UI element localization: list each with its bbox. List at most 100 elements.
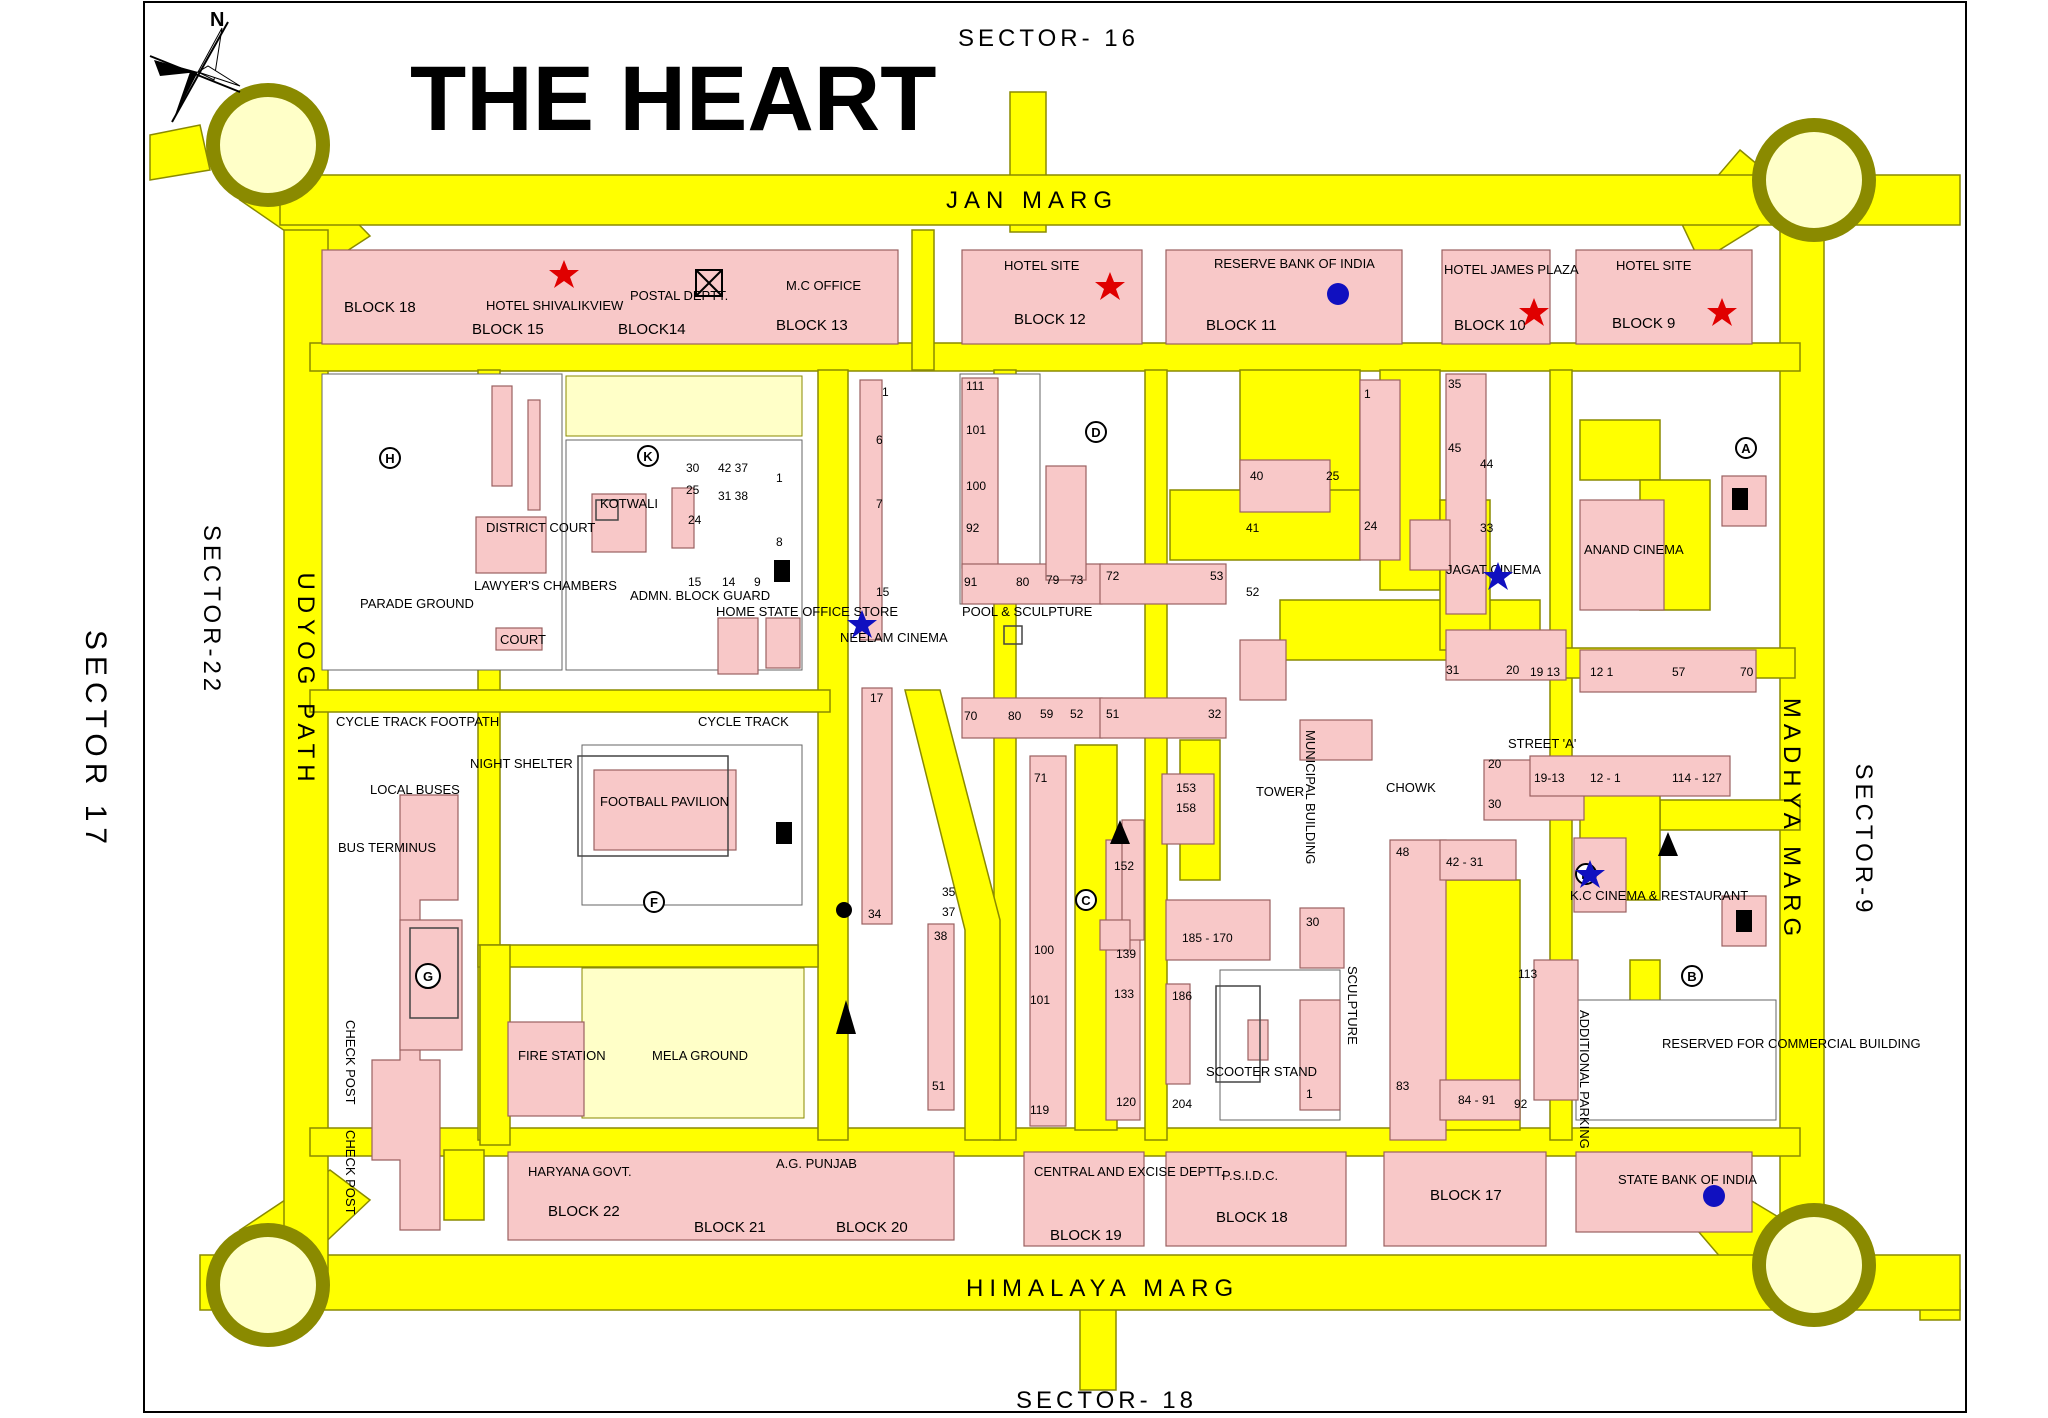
block-13-label: BLOCK 13 bbox=[776, 317, 848, 334]
tower-label: TOWER bbox=[1256, 784, 1304, 799]
shop-num: 53 bbox=[1210, 569, 1224, 583]
block-18-label: BLOCK 18 bbox=[344, 299, 416, 316]
marker-k-letter: K bbox=[643, 449, 653, 464]
shop-num: 72 bbox=[1106, 569, 1120, 583]
star-icon-jagat bbox=[1483, 562, 1513, 590]
shop-num: 186 bbox=[1172, 989, 1192, 1003]
shop-num: 37 bbox=[942, 905, 956, 919]
star-icon-hotel12 bbox=[1095, 272, 1125, 300]
shop-num: 120 bbox=[1116, 1095, 1136, 1109]
shop-num: 41 bbox=[1246, 521, 1260, 535]
bus-terminus-label: BUS TERMINUS bbox=[338, 840, 436, 855]
amenity-icon-3 bbox=[1658, 832, 1678, 856]
marker-k bbox=[637, 445, 659, 467]
block-22-label: BLOCK 22 bbox=[548, 1203, 620, 1220]
sector-south-label: SECTOR- 18 bbox=[1016, 1387, 1197, 1414]
shop-num: 84 - 91 bbox=[1458, 1093, 1496, 1107]
block-17-label: BLOCK 17 bbox=[1430, 1187, 1502, 1204]
block-19-label: BLOCK 19 bbox=[1050, 1227, 1122, 1244]
shop-num: 92 bbox=[966, 521, 980, 535]
block-12-label: BLOCK 12 bbox=[1014, 311, 1086, 328]
shop-num: 52 bbox=[1246, 585, 1260, 599]
marker-c-letter: C bbox=[1081, 893, 1091, 908]
circle-markers bbox=[379, 421, 1757, 989]
shop-num: 1 bbox=[1364, 387, 1371, 401]
shop-num: 42 - 31 bbox=[1446, 855, 1484, 869]
north-block-labels: BLOCK 18 HOTEL SHIVALIKVIEW BLOCK 15 POS… bbox=[344, 256, 1692, 338]
marker-f bbox=[643, 891, 665, 913]
additional-parking-label: ADDITIONAL PARKING bbox=[1577, 1010, 1592, 1149]
shop-num: 12 - 1 bbox=[1590, 771, 1621, 785]
shop-num: 73 bbox=[1070, 573, 1084, 587]
hotel-james-label: HOTEL JAMES PLAZA bbox=[1444, 262, 1579, 277]
check-post-1-label: CHECK POST bbox=[343, 1020, 358, 1105]
marker-d-north bbox=[1085, 421, 1107, 443]
shop-num: 83 bbox=[1396, 1079, 1410, 1093]
shop-num: 100 bbox=[1034, 943, 1054, 957]
football-pavilion-label: FOOTBALL PAVILION bbox=[600, 794, 729, 809]
shop-num: 80 bbox=[1016, 575, 1030, 589]
psidc-label: P.S.I.D.C. bbox=[1222, 1168, 1278, 1183]
road-south-label: HIMALAYA MARG bbox=[966, 1275, 1239, 1302]
shop-num: 19 13 bbox=[1530, 665, 1560, 679]
reserved-commercial-label: RESERVED FOR COMMERCIAL BUILDING bbox=[1662, 1036, 1921, 1051]
sector-east-label: SECTOR-9 bbox=[1850, 764, 1877, 917]
hotel-shivalik-label: HOTEL SHIVALIKVIEW bbox=[486, 298, 624, 313]
bank-icon-rbi bbox=[1327, 283, 1349, 305]
marker-h bbox=[379, 447, 401, 469]
block-18s-label: BLOCK 18 bbox=[1216, 1209, 1288, 1226]
shop-num: 152 bbox=[1114, 859, 1134, 873]
shop-num: 25 bbox=[1326, 469, 1340, 483]
shop-num: 12 1 bbox=[1590, 665, 1614, 679]
shop-num: 35 bbox=[1448, 377, 1462, 391]
hotel-site-12-label: HOTEL SITE bbox=[1004, 258, 1080, 273]
shop-num: 31 38 bbox=[718, 489, 748, 503]
shop-num: 30 bbox=[1488, 797, 1502, 811]
check-post-2-label: CHECK POST bbox=[343, 1130, 358, 1215]
postbox-icon bbox=[695, 269, 723, 297]
outlined-structures bbox=[409, 499, 1261, 1083]
shop-num: 113 bbox=[1518, 967, 1537, 981]
municipal-building-label: MUNICIPAL BUILDING bbox=[1303, 730, 1318, 864]
petrol-pump-icon-4 bbox=[1736, 910, 1752, 932]
cinema-star-icons bbox=[847, 562, 1605, 888]
roundabouts bbox=[206, 83, 1876, 1347]
amenity-icon-2 bbox=[1110, 820, 1130, 844]
marker-a bbox=[1735, 437, 1757, 459]
amenity-icons bbox=[836, 820, 1678, 1034]
north-arrow-icon: N bbox=[149, 9, 241, 123]
map-title: THE HEART bbox=[410, 48, 936, 150]
block-11-label: BLOCK 11 bbox=[1206, 317, 1277, 334]
court-label: COURT bbox=[500, 632, 546, 647]
shop-num: 34 bbox=[868, 907, 882, 921]
bank-icon-sbi bbox=[1703, 1185, 1725, 1207]
amenity-icon-1 bbox=[836, 1000, 856, 1034]
shop-num: 80 bbox=[1008, 709, 1022, 723]
kc-cinema-label: K.C CINEMA & RESTAURANT bbox=[1570, 888, 1748, 903]
shop-num: 92 bbox=[1514, 1097, 1528, 1111]
shop-num: 19-13 bbox=[1534, 771, 1565, 785]
petrol-pump-icon-2 bbox=[776, 822, 792, 844]
shop-num: 48 bbox=[1396, 845, 1410, 859]
scooter-stand-label: SCOOTER STAND bbox=[1206, 1064, 1317, 1079]
marker-a-letter: A bbox=[1741, 441, 1751, 456]
marker-g-letter: G bbox=[423, 969, 433, 984]
shop-num: 32 bbox=[1208, 707, 1222, 721]
open-grounds bbox=[565, 375, 805, 1119]
shop-num: 158 bbox=[1176, 801, 1196, 815]
anand-cinema-label: ANAND CINEMA bbox=[1584, 542, 1684, 557]
shop-num: 40 bbox=[1250, 469, 1264, 483]
shop-num: 24 bbox=[1364, 519, 1378, 533]
shop-num: 139 bbox=[1116, 947, 1136, 961]
sbi-label: STATE BANK OF INDIA bbox=[1618, 1172, 1757, 1187]
shop-num: 33 bbox=[1480, 521, 1494, 535]
shop-num: 35 bbox=[942, 885, 956, 899]
shop-num: 45 bbox=[1448, 441, 1462, 455]
shop-num: 51 bbox=[1106, 707, 1120, 721]
shop-num: 100 bbox=[966, 479, 986, 493]
star-icon-kc bbox=[1575, 860, 1605, 888]
jagat-cinema-label: JAGAT CINEMA bbox=[1446, 562, 1541, 577]
shop-num: 111 bbox=[966, 379, 985, 393]
marker-d-north-letter: D bbox=[1091, 425, 1100, 440]
